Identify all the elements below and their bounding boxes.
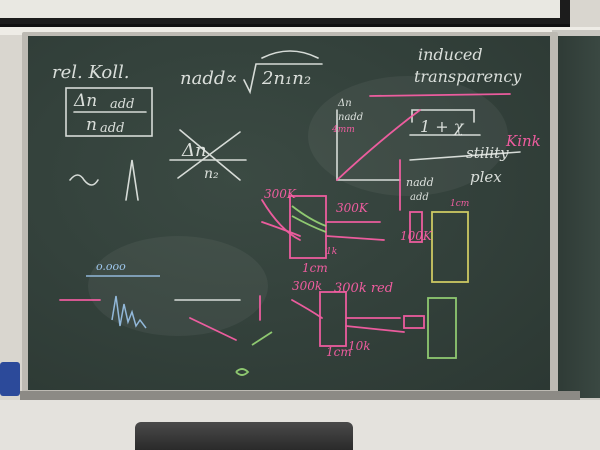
pink-sample-box-2 <box>319 291 347 347</box>
sqrt-sign <box>243 63 323 95</box>
n-add-sub: add <box>100 121 124 136</box>
label-1k: 1k <box>326 247 337 257</box>
brace-top <box>261 50 319 59</box>
label-300k-red: 300k red <box>334 281 393 296</box>
add-label: add <box>410 192 429 203</box>
pink-detector <box>409 211 423 243</box>
green-ray <box>251 331 273 346</box>
pink-sample-box-1 <box>289 195 327 259</box>
label-100k: 100K <box>400 229 433 243</box>
transparency-label: transparency <box>414 67 522 86</box>
ceiling-rail <box>0 27 600 35</box>
label-1cm-c: 1cm <box>450 199 469 209</box>
delta-n-add-sub: add <box>110 97 134 112</box>
pink-ray-2 <box>261 221 301 237</box>
kink-label: Kink <box>505 132 541 150</box>
label-1cm-a: 1cm <box>302 261 328 275</box>
yellow-box <box>431 211 469 283</box>
crossed-n2: n₂ <box>204 166 219 182</box>
cross-stroke-2 <box>177 131 241 179</box>
pink-detector-2 <box>403 315 425 329</box>
label-300k-a: 300K <box>264 187 297 201</box>
label-300k-b: 300K <box>336 201 369 215</box>
blue-object <box>0 362 20 396</box>
pink-beam-4 <box>345 325 405 333</box>
green-oval <box>235 368 250 376</box>
projector-screen-surface <box>0 0 560 18</box>
arrow-up <box>125 159 139 201</box>
pink-ray-1 <box>261 199 301 241</box>
n-add-proportional: nadd∝ <box>180 68 238 89</box>
delta-n-add-numerator: Δn <box>73 91 97 111</box>
ooo-label: o.ooo <box>96 260 126 273</box>
induced-label: induced <box>418 45 483 64</box>
green-box <box>427 297 457 359</box>
pink-beam-2 <box>325 235 385 241</box>
projector-screen <box>0 0 570 27</box>
label-4mm: 4mm <box>331 125 355 135</box>
one-plus-chi: 1 + χ <box>420 117 465 136</box>
green-rays <box>291 205 327 227</box>
green-rays <box>291 215 327 233</box>
sqrt-expression: 2n₁n₂ <box>261 68 311 89</box>
pink-line <box>369 93 511 97</box>
side-board <box>558 36 600 398</box>
delta-n-small: Δn <box>337 98 352 109</box>
rel-koll-label: rel. Koll. <box>52 62 130 83</box>
fraction-box <box>65 87 153 137</box>
chalk-tray <box>20 391 580 400</box>
crossed-delta-n: Δn <box>181 140 207 161</box>
squiggle <box>69 174 99 186</box>
blue-spectrum <box>111 295 147 329</box>
smudge <box>88 236 268 336</box>
plex-label: plex <box>470 168 502 186</box>
pink-curve <box>336 109 421 181</box>
nadd-axis-label: nadd <box>406 176 434 189</box>
line <box>409 151 521 161</box>
label-10k: 10k <box>348 339 371 353</box>
laptop-screen <box>135 422 353 450</box>
label-300k-c: 300k <box>292 279 322 293</box>
nadd-small: nadd <box>338 112 363 123</box>
pink-ray-3 <box>291 299 323 319</box>
n-add-denominator: n <box>86 115 97 135</box>
stability-label: stility <box>466 144 509 162</box>
pink-line <box>189 317 237 341</box>
label-1cm-b: 1cm <box>326 345 352 359</box>
